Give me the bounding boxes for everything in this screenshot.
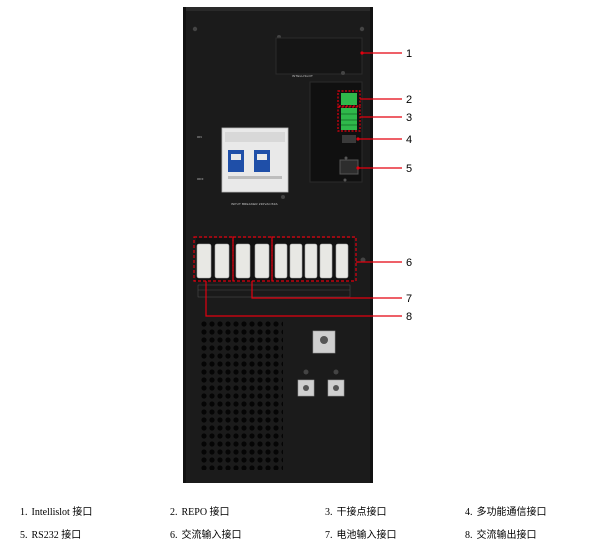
screw: [343, 178, 347, 182]
legend: 1.Intellislot 接口 2.REPO 接口 3.干接点接口 4.多功能…: [0, 496, 601, 544]
callout-8: 8: [406, 311, 412, 323]
screw: [341, 71, 345, 75]
callout-7: 7: [406, 293, 412, 305]
ups-rear-panel-figure: INTELLISLOT ON OFF INPUT BREAKER 230VAC/…: [183, 7, 412, 483]
rs232-port: [339, 159, 359, 175]
legend-item: 6.交流输入接口: [170, 530, 242, 541]
vent-grille: [201, 320, 283, 470]
callout-4: 4: [406, 134, 412, 146]
intellislot-label: INTELLISLOT: [292, 74, 313, 78]
callout-2: 2: [406, 94, 412, 106]
callout-5: 5: [406, 163, 412, 175]
screw: [192, 26, 198, 32]
legend-item: 1.Intellislot 接口: [20, 507, 93, 518]
legend-item: 7.电池输入接口: [325, 530, 397, 541]
multi-comm-port: [342, 135, 356, 143]
off-label: OFF: [197, 177, 204, 181]
screw: [344, 156, 348, 160]
repo-connector: [341, 93, 357, 105]
on-label: ON: [197, 135, 202, 139]
legend-item: 8.交流输出接口: [465, 530, 537, 541]
screw: [281, 195, 285, 199]
cabinet-left-edge: [183, 7, 186, 483]
legend-item: 3.干接点接口: [325, 507, 387, 518]
breaker-label: INPUT BREAKER 230VAC/63A: [231, 202, 278, 206]
cabinet-right-edge: [370, 7, 373, 483]
intellislot-cover: [275, 37, 363, 75]
legend-item: 4.多功能通信接口: [465, 507, 547, 518]
callout-1: 1: [406, 48, 412, 60]
cabinet-top-edge: [183, 7, 373, 11]
callout-dots: [356, 51, 364, 170]
screw: [359, 26, 365, 32]
screw: [303, 369, 309, 375]
callout-3: 3: [406, 112, 412, 124]
callout-6: 6: [406, 257, 412, 269]
legend-item: 5.RS232 接口: [20, 530, 82, 541]
terminal-label-strip: [197, 284, 351, 298]
screw: [333, 369, 339, 375]
legend-item: 2.REPO 接口: [170, 507, 230, 518]
dry-contact-connector: [341, 108, 357, 130]
callout-markers: [193, 52, 402, 317]
terminal-block: [196, 238, 366, 282]
